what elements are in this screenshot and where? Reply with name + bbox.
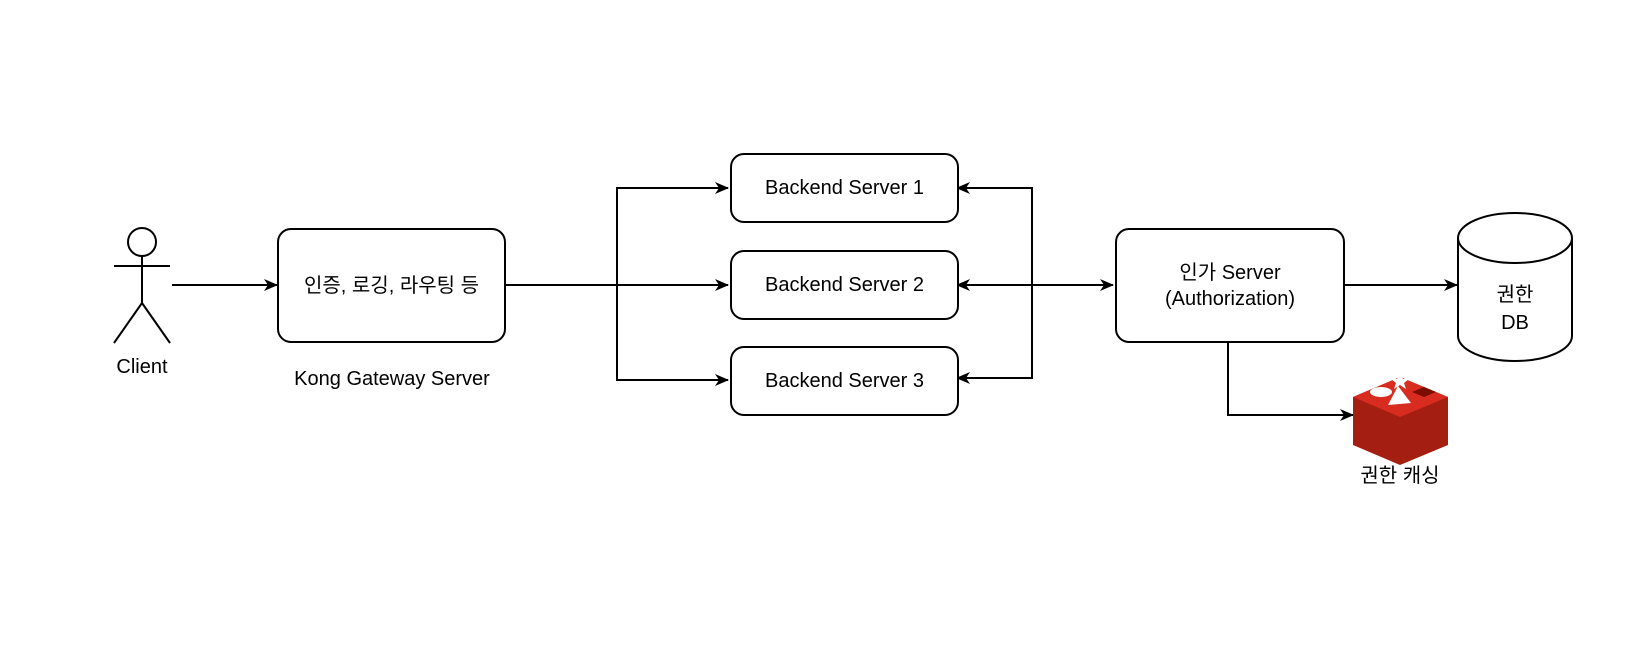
backend-server-2-box: Backend Server 2 bbox=[730, 250, 959, 320]
auth-server-line2: (Authorization) bbox=[1164, 287, 1296, 310]
gateway-box-text: 인증, 로깅, 라우팅 등 bbox=[304, 274, 479, 297]
client-actor-icon bbox=[113, 227, 171, 344]
auth-server-line1: 인가 Server bbox=[1179, 261, 1281, 284]
database-label-line2: DB bbox=[1501, 312, 1529, 334]
auth-to-backend-3-arrow bbox=[956, 285, 1033, 384]
gateway-box: 인증, 로깅, 라우팅 등 bbox=[277, 228, 506, 343]
backend-server-1-box: Backend Server 1 bbox=[730, 153, 959, 223]
backend-server-3-label: Backend Server 3 bbox=[765, 370, 924, 392]
backend-server-1-label: Backend Server 1 bbox=[765, 177, 924, 199]
auth-to-cache-arrow bbox=[1227, 342, 1354, 421]
client-label: Client bbox=[116, 356, 168, 378]
gateway-to-backend-3-arrow bbox=[616, 285, 729, 386]
redis-icon bbox=[1353, 374, 1448, 465]
database-cylinder-icon bbox=[1457, 212, 1573, 362]
auth-server-box: 인가 Server (Authorization) bbox=[1115, 228, 1345, 343]
backend-server-3-box: Backend Server 3 bbox=[730, 346, 959, 416]
gateway-caption: Kong Gateway Server bbox=[294, 368, 490, 390]
auth-to-backend-1-arrow bbox=[956, 182, 1033, 285]
gateway-to-backend-1-arrow bbox=[616, 182, 729, 285]
cache-caption: 권한 캐싱 bbox=[1360, 465, 1440, 487]
database-label-line1: 권한 bbox=[1496, 284, 1534, 306]
backend-server-2-label: Backend Server 2 bbox=[765, 274, 924, 296]
